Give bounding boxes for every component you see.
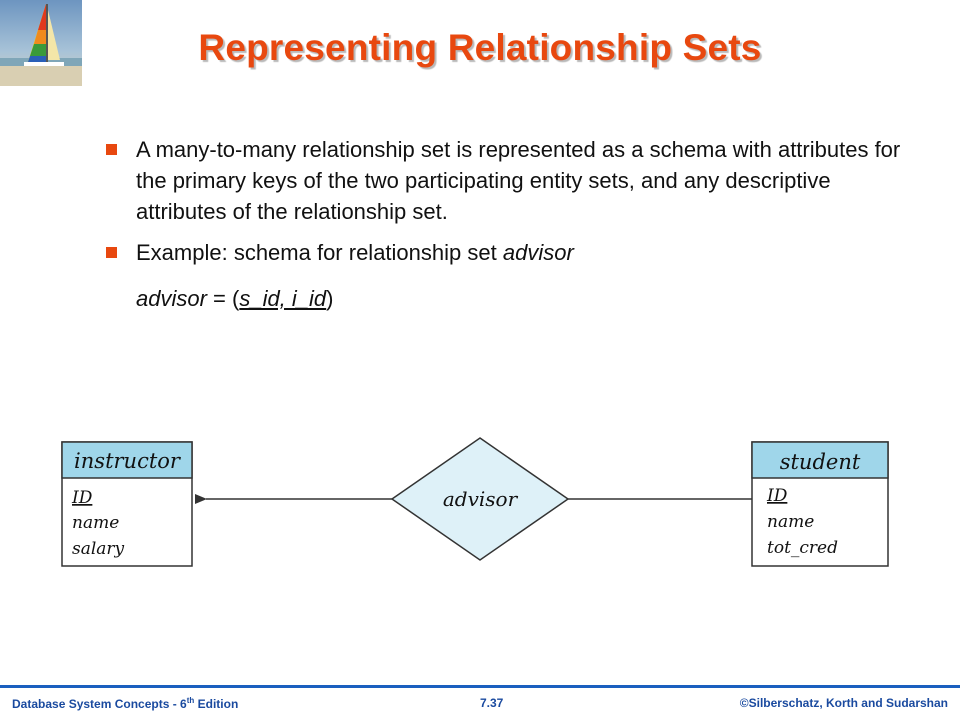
entity-attribute: name bbox=[72, 513, 119, 533]
bullet-list: A many-to-many relationship set is repre… bbox=[104, 134, 924, 278]
bullet-text-italic: advisor bbox=[502, 240, 574, 265]
footer-page-number: 7.37 bbox=[480, 696, 504, 710]
er-diagram: instructor ID name salary advisor studen… bbox=[61, 437, 889, 567]
entity-attribute: name bbox=[767, 512, 814, 532]
bullet-text: Example: schema for relationship set bbox=[136, 240, 503, 265]
formula-close: ) bbox=[326, 286, 334, 311]
bullet-square-icon bbox=[106, 247, 117, 258]
bullet-item: Example: schema for relationship set adv… bbox=[104, 237, 924, 268]
entity-name: instructor bbox=[74, 449, 182, 473]
footer-edition-text: Edition bbox=[194, 697, 239, 711]
footer-book-title-text: Database System Concepts - 6 bbox=[12, 697, 187, 711]
relationship-diamond bbox=[390, 437, 570, 561]
entity-attribute: salary bbox=[72, 539, 125, 559]
entity-instructor: instructor ID name salary bbox=[61, 441, 193, 567]
footer-copyright: ©Silberschatz, Korth and Sudarshan bbox=[739, 696, 948, 710]
entity-student: student ID name tot_cred bbox=[751, 441, 889, 567]
entity-attribute-key: ID bbox=[71, 488, 93, 508]
sailboat-icon bbox=[0, 0, 82, 86]
bullet-item: A many-to-many relationship set is repre… bbox=[104, 134, 924, 227]
entity-attribute-key: ID bbox=[766, 486, 788, 506]
entity-header bbox=[751, 441, 889, 479]
slide-title: Representing Relationship Sets bbox=[198, 27, 762, 68]
formula-key-attrs: s_id, i_id bbox=[239, 286, 327, 311]
entity-attribute: tot_cred bbox=[767, 538, 838, 558]
bullet-square-icon bbox=[106, 144, 117, 155]
entity-header bbox=[61, 441, 193, 479]
book-cover-logo bbox=[0, 0, 82, 86]
footer-book-title: Database System Concepts - 6th Edition bbox=[12, 696, 238, 711]
entity-name: student bbox=[780, 450, 861, 474]
relationship-name: advisor bbox=[443, 487, 519, 511]
formula-eq: = ( bbox=[206, 286, 240, 311]
relationship-advisor: advisor bbox=[390, 437, 570, 561]
footer-edition-sup: th bbox=[186, 696, 195, 705]
slide-footer: Database System Concepts - 6th Edition 7… bbox=[0, 685, 960, 720]
bullet-text: A many-to-many relationship set is repre… bbox=[136, 137, 901, 224]
schema-formula: advisor = (s_id, i_id) bbox=[136, 286, 334, 312]
formula-lhs: advisor bbox=[136, 286, 207, 311]
